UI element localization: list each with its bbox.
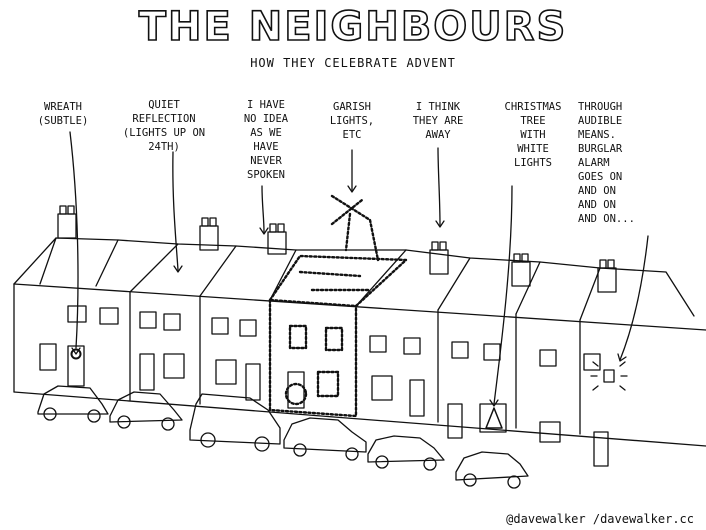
car-icon bbox=[37, 385, 109, 423]
annotation-quiet-reflection: QUIET REFLECTION (LIGHTS UP ON 24TH) bbox=[122, 99, 206, 153]
chimneys bbox=[57, 205, 617, 293]
parked-cars bbox=[37, 385, 529, 489]
annotation-garish-lights: GARISH LIGHTS, ETC bbox=[329, 101, 375, 141]
burglar-alarm-icon bbox=[590, 361, 628, 391]
terrace-roof bbox=[13, 237, 706, 393]
author-credit: @davewalker /davewalker.cc bbox=[506, 512, 694, 526]
annotation-no-idea: I HAVE NO IDEA AS WE HAVE NEVER SPOKEN bbox=[243, 99, 289, 181]
christmas-tree-icon bbox=[485, 407, 503, 429]
cartoon-subtitle: HOW THEY CELEBRATE ADVENT bbox=[250, 56, 456, 70]
car-icon bbox=[283, 417, 367, 461]
terrace-facade bbox=[13, 291, 706, 447]
van-icon bbox=[189, 393, 281, 452]
garish-lights-decoration bbox=[268, 194, 408, 418]
cartoon-title: THE NEIGHBOURS bbox=[138, 3, 568, 51]
car-icon bbox=[367, 435, 445, 471]
car-icon bbox=[455, 451, 529, 489]
annotation-christmas-tree: CHRISTMAS TREE WITH WHITE LIGHTS bbox=[504, 101, 562, 169]
house-doors bbox=[67, 345, 609, 467]
annotation-away: I THINK THEY ARE AWAY bbox=[412, 101, 464, 141]
annotation-wreath: WREATH (SUBTLE) bbox=[37, 101, 89, 127]
annotation-pointers bbox=[69, 131, 649, 407]
car-icon bbox=[109, 391, 183, 431]
annotation-burglar-alarm: THROUGH AUDIBLE MEANS. BURGLAR ALARM GOE… bbox=[578, 101, 635, 225]
wreath-icon bbox=[70, 348, 82, 360]
